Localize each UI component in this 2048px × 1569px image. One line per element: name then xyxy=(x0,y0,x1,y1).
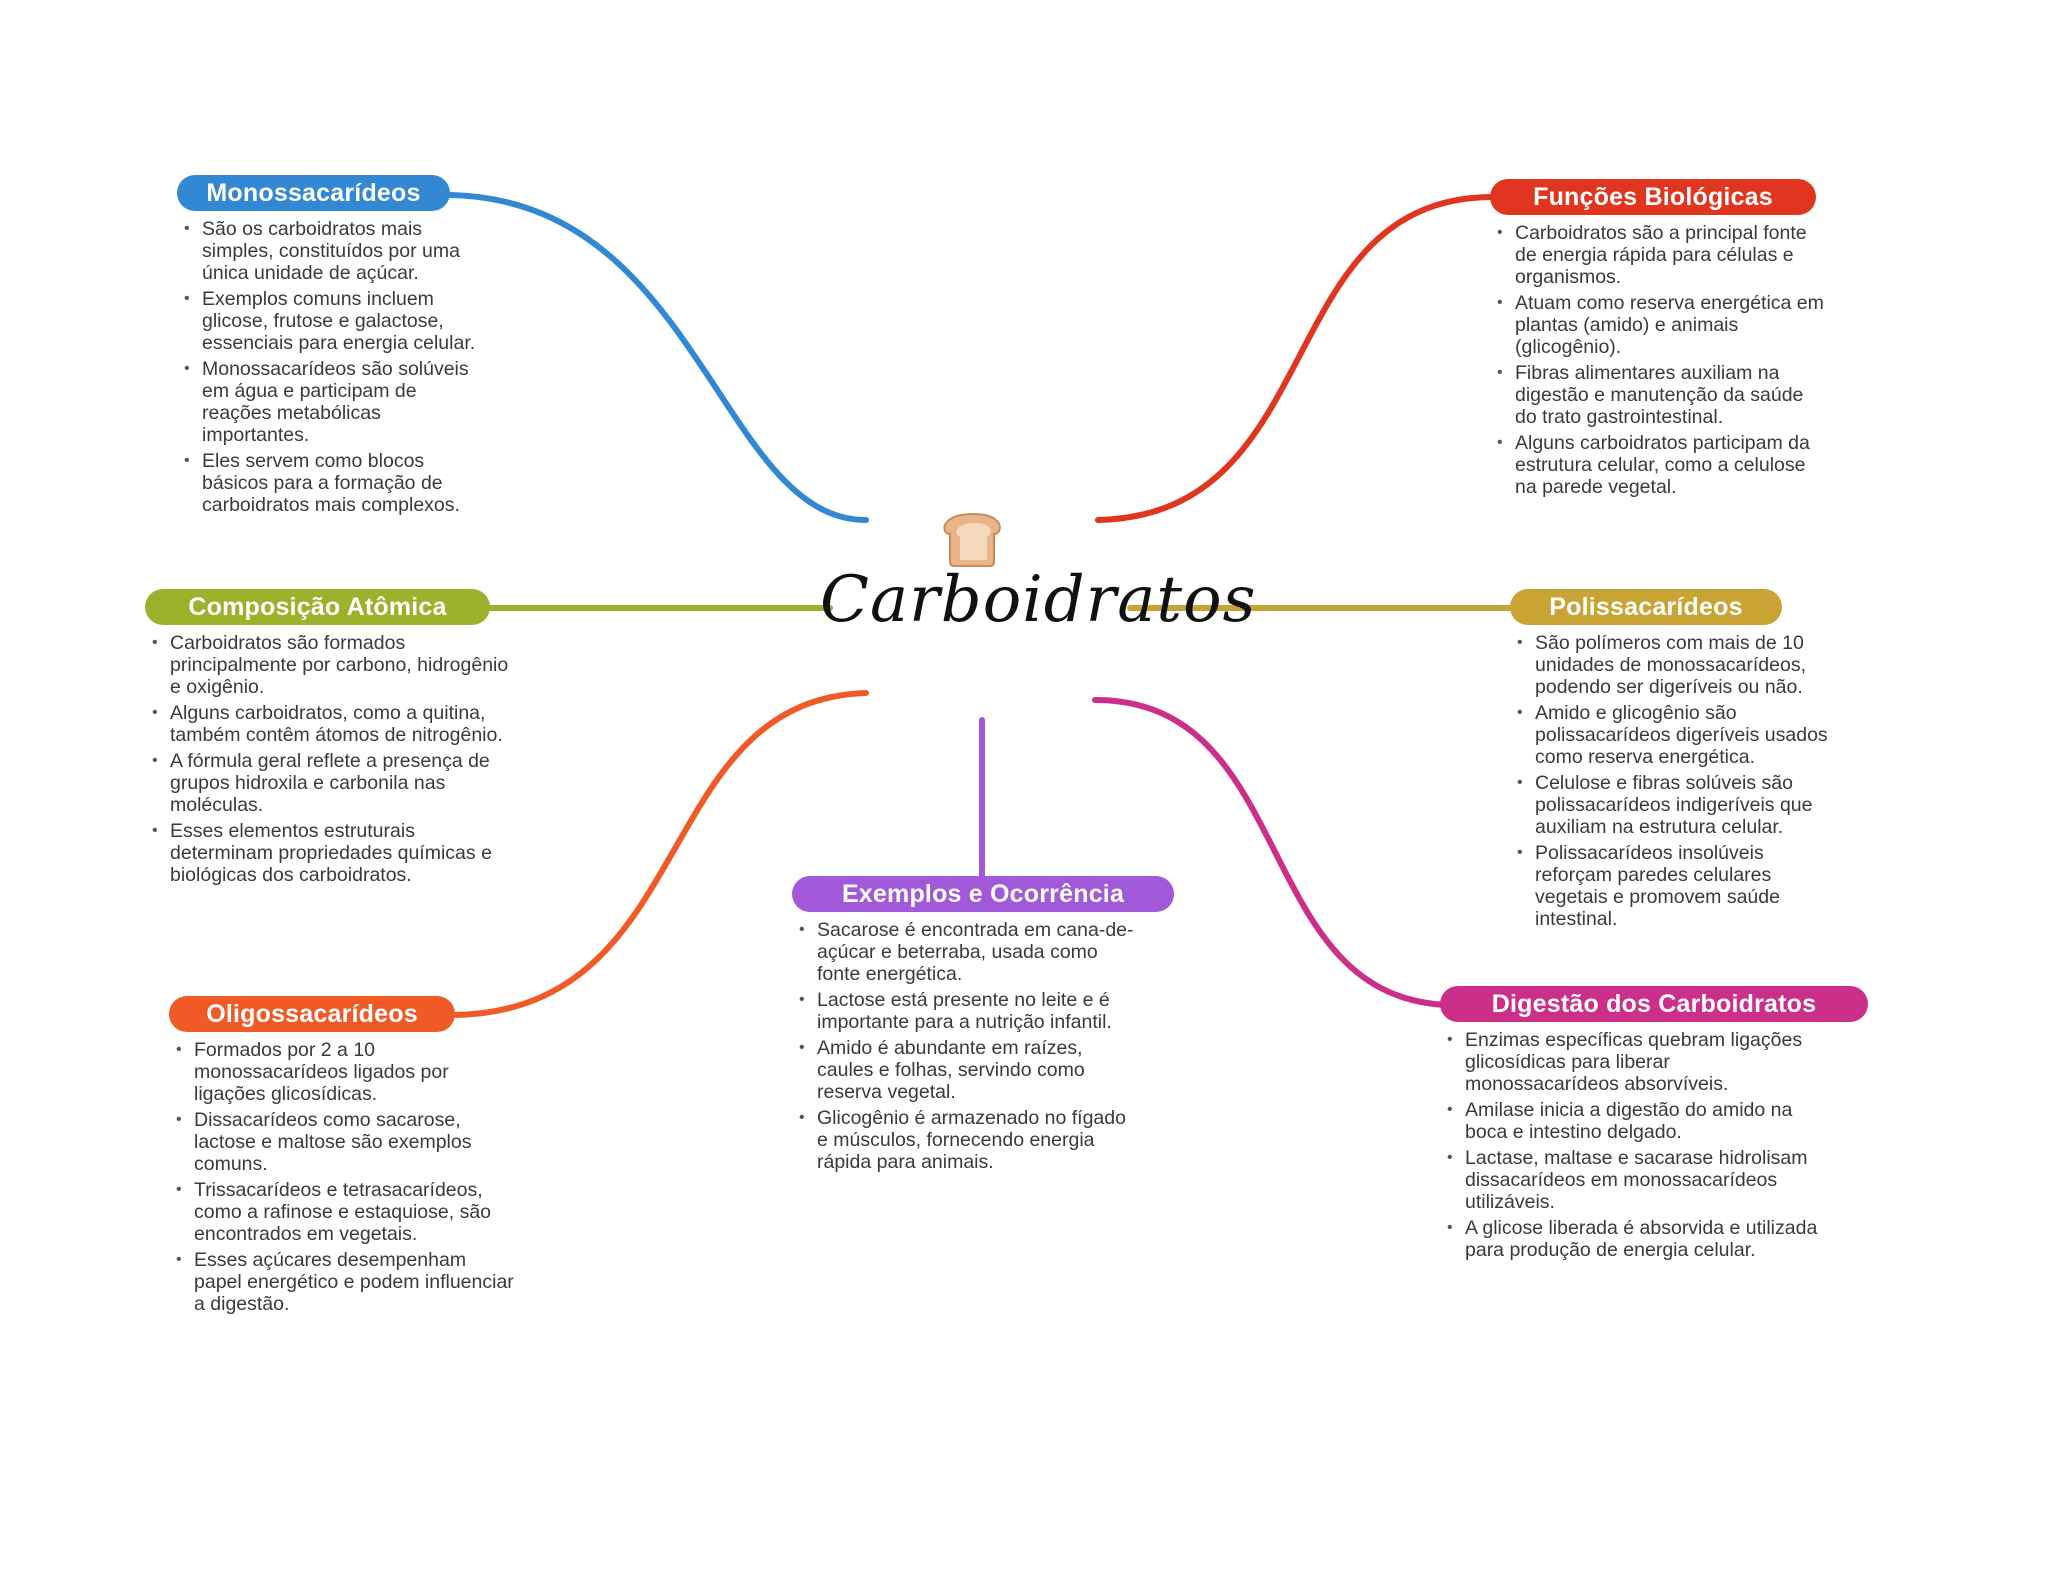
list-item: São os carboidratos mais simples, consti… xyxy=(180,218,480,284)
list-item: Amilase inicia a digestão do amido na bo… xyxy=(1443,1099,1828,1143)
list-item: Esses elementos estruturais determinam p… xyxy=(148,820,518,886)
list-item: Amido e glicogênio são polissacarídeos d… xyxy=(1513,702,1828,768)
list-item: Sacarose é encontrada em cana-de-açúcar … xyxy=(795,919,1140,985)
link-funcoes xyxy=(1095,194,1493,523)
topic-label: Digestão dos Carboidratos xyxy=(1491,989,1817,1018)
central-topic-title: Carboidratos xyxy=(820,563,1257,637)
list-item: Dissacarídeos como sacarose, lactose e m… xyxy=(172,1109,517,1175)
topic-monossacarideos[interactable]: Monossacarídeos xyxy=(177,175,450,211)
list-item: Celulose e fibras solúveis são polissaca… xyxy=(1513,772,1828,838)
link-oligossacarideos xyxy=(452,690,869,1018)
list-item: São polímeros com mais de 10 unidades de… xyxy=(1513,632,1828,698)
list-item: Polissacarídeos insolúveis reforçam pare… xyxy=(1513,842,1828,930)
list-item: Atuam como reserva energética em plantas… xyxy=(1493,292,1828,358)
list-item: Exemplos comuns incluem glicose, frutose… xyxy=(180,288,480,354)
list-item: Enzimas específicas quebram ligações gli… xyxy=(1443,1029,1828,1095)
list-item: Fibras alimentares auxiliam na digestão … xyxy=(1493,362,1828,428)
topic-composicao-atomica[interactable]: Composição Atômica xyxy=(145,589,490,625)
list-exemplos-ocorrencia: Sacarose é encontrada em cana-de-açúcar … xyxy=(795,919,1140,1177)
list-funcoes-biologicas: Carboidratos são a principal fonte de en… xyxy=(1493,222,1828,502)
topic-digestao-carboidratos[interactable]: Digestão dos Carboidratos xyxy=(1440,986,1868,1022)
topic-oligossacarideos[interactable]: Oligossacarídeos xyxy=(169,996,455,1032)
list-item: A fórmula geral reflete a presença de gr… xyxy=(148,750,518,816)
list-polissacarideos: São polímeros com mais de 10 unidades de… xyxy=(1513,632,1828,934)
list-item: Carboidratos são a principal fonte de en… xyxy=(1493,222,1828,288)
list-item: Alguns carboidratos participam da estrut… xyxy=(1493,432,1828,498)
link-digestao xyxy=(1092,697,1453,1008)
list-item: Lactase, maltase e sacarase hidrolisam d… xyxy=(1443,1147,1828,1213)
list-item: A glicose liberada é absorvida e utiliza… xyxy=(1443,1217,1828,1261)
topic-polissacarideos[interactable]: Polissacarídeos xyxy=(1510,589,1782,625)
list-item: Trissacarídeos e tetrasacarídeos, como a… xyxy=(172,1179,517,1245)
topic-label: Composição Atômica xyxy=(188,592,447,621)
topic-label: Exemplos e Ocorrência xyxy=(841,879,1125,908)
topic-label: Polissacarídeos xyxy=(1549,592,1743,621)
list-composicao-atomica: Carboidratos são formados principalmente… xyxy=(148,632,518,890)
list-item: Carboidratos são formados principalmente… xyxy=(148,632,518,698)
list-item: Lactose está presente no leite e é impor… xyxy=(795,989,1140,1033)
topic-funcoes-biologicas[interactable]: Funções Biológicas xyxy=(1490,179,1816,215)
list-item: Formados por 2 a 10 monossacarídeos liga… xyxy=(172,1039,517,1105)
topic-label: Monossacarídeos xyxy=(206,178,421,207)
list-oligossacarideos: Formados por 2 a 10 monossacarídeos liga… xyxy=(172,1039,517,1319)
topic-label: Funções Biológicas xyxy=(1533,182,1773,211)
bread-icon xyxy=(943,512,1001,567)
list-item: Alguns carboidratos, como a quitina, tam… xyxy=(148,702,518,746)
list-monossacarideos: São os carboidratos mais simples, consti… xyxy=(180,218,480,520)
list-digestao-carboidratos: Enzimas específicas quebram ligações gli… xyxy=(1443,1029,1828,1265)
link-monossacarideos xyxy=(447,192,869,523)
topic-exemplos-ocorrencia[interactable]: Exemplos e Ocorrência xyxy=(792,876,1174,912)
list-item: Monossacarídeos são solúveis em água e p… xyxy=(180,358,480,446)
list-item: Glicogênio é armazenado no fígado e músc… xyxy=(795,1107,1140,1173)
list-item: Amido é abundante em raízes, caules e fo… xyxy=(795,1037,1140,1103)
list-item: Esses açúcares desempenham papel energét… xyxy=(172,1249,517,1315)
list-item: Eles servem como blocos básicos para a f… xyxy=(180,450,480,516)
topic-label: Oligossacarídeos xyxy=(206,999,418,1028)
